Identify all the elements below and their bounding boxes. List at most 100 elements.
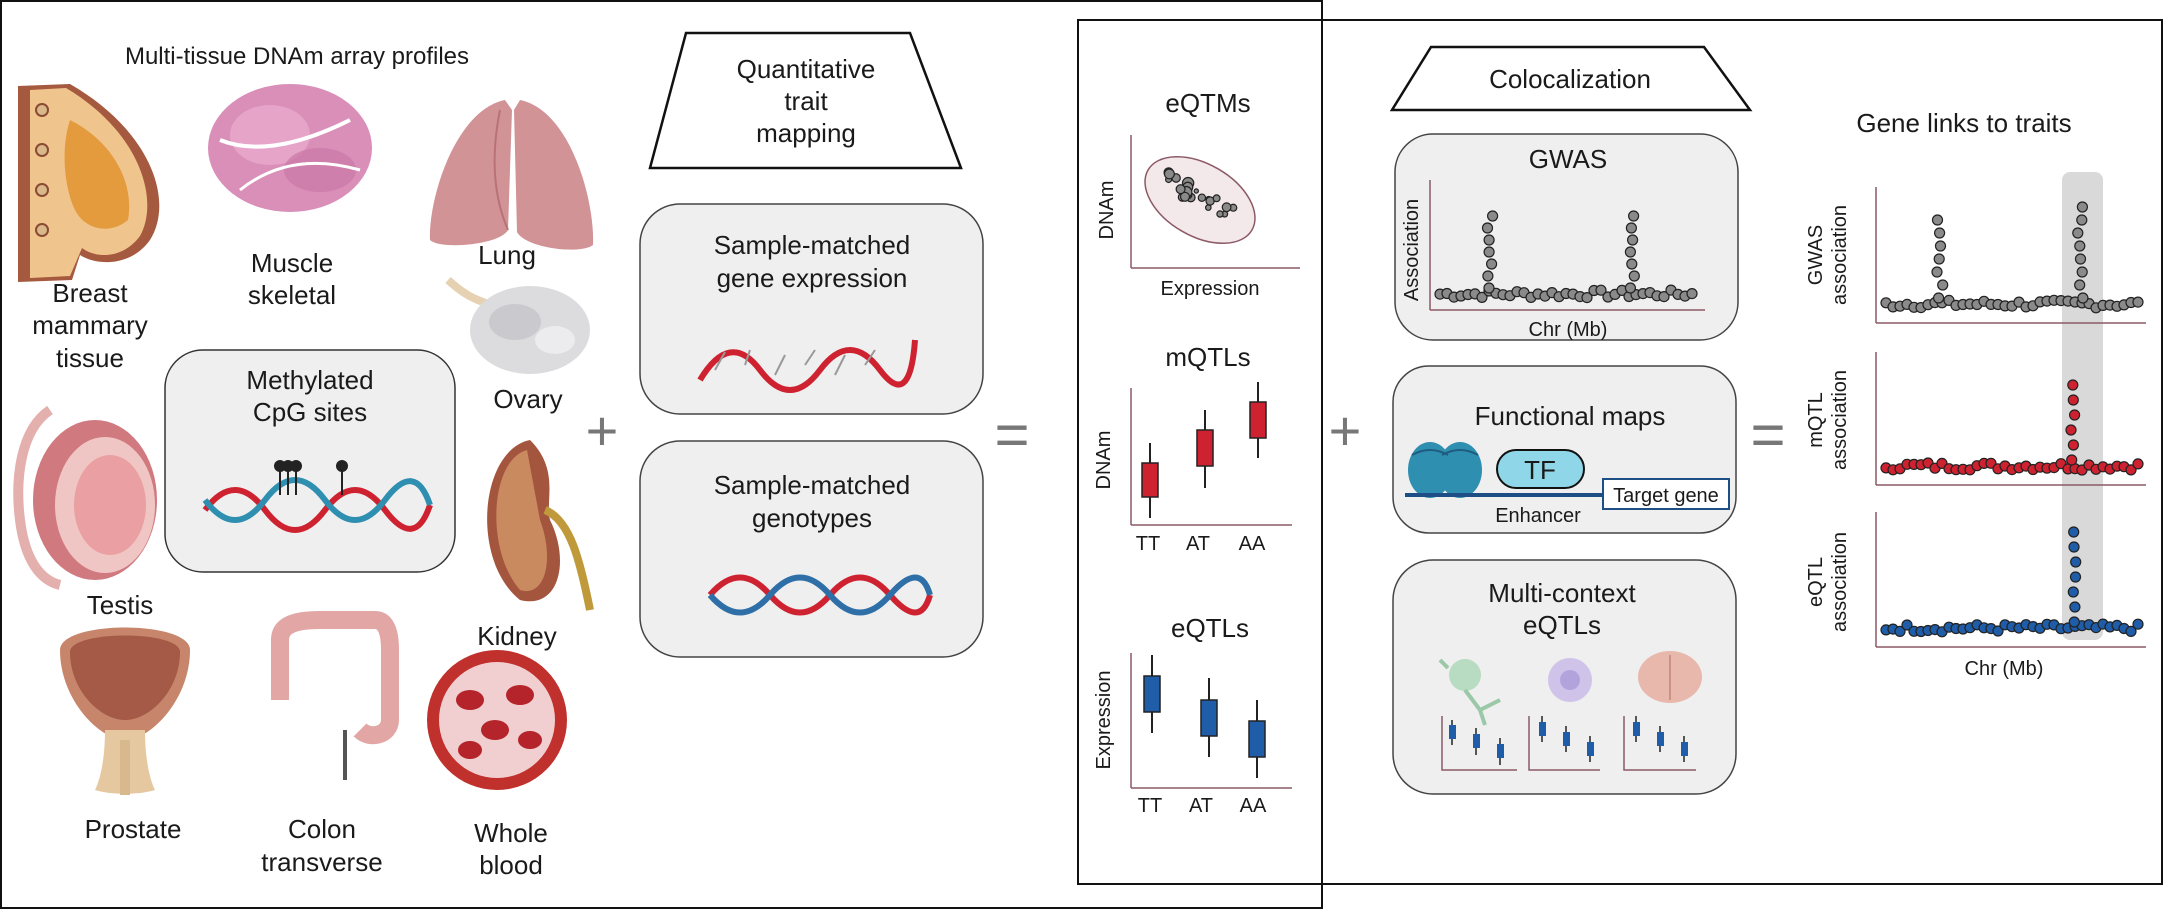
peak-point bbox=[1937, 279, 1949, 291]
eqtm-ylabel: DNAm bbox=[1096, 181, 1118, 240]
genelinks-mqtl-ylabel-2: association bbox=[1829, 370, 1851, 470]
peak-point bbox=[1933, 227, 1946, 239]
peak-point bbox=[2068, 616, 2080, 628]
eqtm-point bbox=[1197, 193, 1207, 202]
peak-point bbox=[2067, 439, 2079, 451]
equals-sign-1: = bbox=[994, 401, 1029, 468]
dna-helix-illustration bbox=[707, 574, 933, 616]
gwas-title: GWAS bbox=[1529, 144, 1607, 174]
equals-sign-2: = bbox=[1750, 401, 1785, 468]
mini-boxplot-3 bbox=[1623, 716, 1696, 771]
peak-point bbox=[1627, 210, 1640, 222]
peak-point bbox=[1931, 214, 1944, 226]
colocalization-highlight bbox=[2062, 172, 2103, 640]
mqtl-box-at bbox=[1196, 410, 1214, 488]
breast-label-2: mammary bbox=[32, 310, 148, 340]
muscle-label-2: skeletal bbox=[248, 280, 336, 310]
baseline-point bbox=[2125, 625, 2137, 638]
genotypes-label-1: Sample-matched bbox=[714, 470, 911, 500]
baseline-point bbox=[1581, 292, 1593, 304]
colon-label-1: Colon bbox=[288, 814, 356, 844]
gwas-points bbox=[1434, 210, 1698, 304]
mqtl-tick-at: AT bbox=[1186, 533, 1210, 555]
prostate-label: Prostate bbox=[85, 814, 182, 844]
neuron-icon bbox=[1438, 658, 1501, 726]
peak-point bbox=[2069, 571, 2082, 583]
mqtl-title: mQTLs bbox=[1165, 342, 1250, 372]
baseline-point bbox=[1476, 291, 1488, 303]
ovary-illustration bbox=[445, 277, 590, 374]
eqtl-ylabel: Expression bbox=[1093, 671, 1115, 770]
tf-shape bbox=[1496, 449, 1585, 489]
ovary-label: Ovary bbox=[493, 384, 562, 414]
eqtm-xlabel: Expression bbox=[1161, 278, 1260, 300]
peak-point bbox=[2067, 394, 2079, 406]
genelinks-gwas-ylabel-2: association bbox=[1829, 205, 1851, 305]
eqtm-points bbox=[1163, 167, 1238, 218]
methylated-box bbox=[164, 349, 456, 573]
enhancer-label: Enhancer bbox=[1495, 505, 1581, 527]
mqtl-box-tt bbox=[1141, 443, 1159, 518]
peak-point bbox=[1626, 234, 1639, 246]
methylated-label-1: Methylated bbox=[246, 365, 373, 395]
genelinks-gwas-points bbox=[1880, 201, 2144, 314]
multi-context-title-1: Multi-context bbox=[1488, 578, 1636, 608]
peak-point bbox=[1933, 253, 1945, 265]
mini-boxplot-1 bbox=[1441, 716, 1517, 771]
immune-cell-icon bbox=[1548, 658, 1592, 702]
genelinks-mqtl-ylabel-1: mQTL bbox=[1805, 392, 1827, 448]
breast-label-1: Breast bbox=[52, 278, 128, 308]
rna-strand-illustration bbox=[697, 339, 918, 393]
coloc-trapezoid bbox=[1389, 45, 1753, 112]
blood-label-1: Whole bbox=[474, 818, 548, 848]
kidney-illustration bbox=[487, 440, 594, 611]
peak-point bbox=[2069, 601, 2081, 613]
peak-point bbox=[1483, 246, 1495, 258]
peak-point bbox=[1626, 258, 1638, 270]
eqtm-point bbox=[1179, 191, 1191, 202]
eqtl-tick-aa: AA bbox=[1240, 795, 1267, 817]
baseline-point bbox=[1686, 288, 1698, 300]
multi-context-title-2: eQTLs bbox=[1523, 610, 1601, 640]
peak-point bbox=[2066, 454, 2078, 466]
genelinks-gwas-ylabel-1: GWAS bbox=[1805, 225, 1827, 285]
peak-point bbox=[2069, 409, 2081, 421]
genotypes-label-2: genotypes bbox=[752, 503, 872, 533]
peak-point bbox=[2068, 541, 2080, 553]
brain-icon bbox=[1638, 651, 1702, 703]
peak-point bbox=[1483, 234, 1495, 246]
gwas-ylabel: Association bbox=[1401, 199, 1423, 301]
eqtm-point bbox=[1204, 204, 1212, 211]
eqtm-point bbox=[1175, 184, 1186, 195]
eqtm-point bbox=[1221, 202, 1232, 213]
testis-label: Testis bbox=[87, 590, 153, 620]
eqtl-box-at bbox=[1200, 678, 1218, 757]
mqtl-tick-aa: AA bbox=[1239, 533, 1266, 555]
peak-point bbox=[2068, 526, 2080, 538]
blood-illustration bbox=[427, 650, 567, 790]
mqtl-box-aa bbox=[1249, 382, 1267, 458]
left-panel-frame bbox=[0, 0, 1323, 909]
peak-point bbox=[2076, 266, 2088, 278]
tf-label: TF bbox=[1524, 455, 1556, 485]
peak-point bbox=[2076, 214, 2088, 226]
peak-point bbox=[1628, 270, 1640, 282]
peak-point bbox=[1624, 282, 1637, 294]
peak-point bbox=[2074, 253, 2087, 265]
peak-point bbox=[2077, 292, 2089, 304]
gene-expression-label-2: gene expression bbox=[717, 263, 908, 293]
peak-point bbox=[1481, 222, 1494, 234]
mqtl-ylabel: DNAm bbox=[1093, 431, 1115, 490]
peak-point bbox=[1934, 240, 1947, 252]
genelinks-xlabel: Chr (Mb) bbox=[1965, 658, 2044, 680]
peak-point bbox=[2067, 586, 2079, 598]
eqtm-point bbox=[1212, 194, 1221, 203]
peak-point bbox=[2076, 201, 2088, 213]
peak-point bbox=[1932, 292, 1945, 304]
qtm-title-1: Quantitative bbox=[737, 54, 876, 84]
lung-label: Lung bbox=[478, 240, 536, 270]
gene-expression-box bbox=[639, 203, 984, 415]
plus-sign-1: + bbox=[586, 399, 619, 462]
methylated-dna-helix bbox=[202, 460, 433, 533]
